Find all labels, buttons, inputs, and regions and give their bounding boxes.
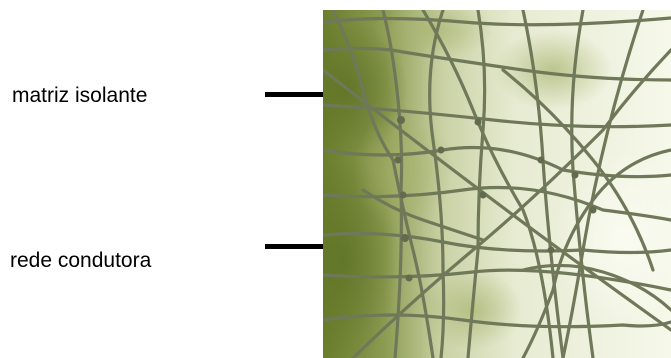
- label-conductive-network: rede condutora: [10, 250, 151, 271]
- micrograph-image: [323, 10, 671, 358]
- label-insulating-matrix: matriz isolante: [12, 85, 147, 106]
